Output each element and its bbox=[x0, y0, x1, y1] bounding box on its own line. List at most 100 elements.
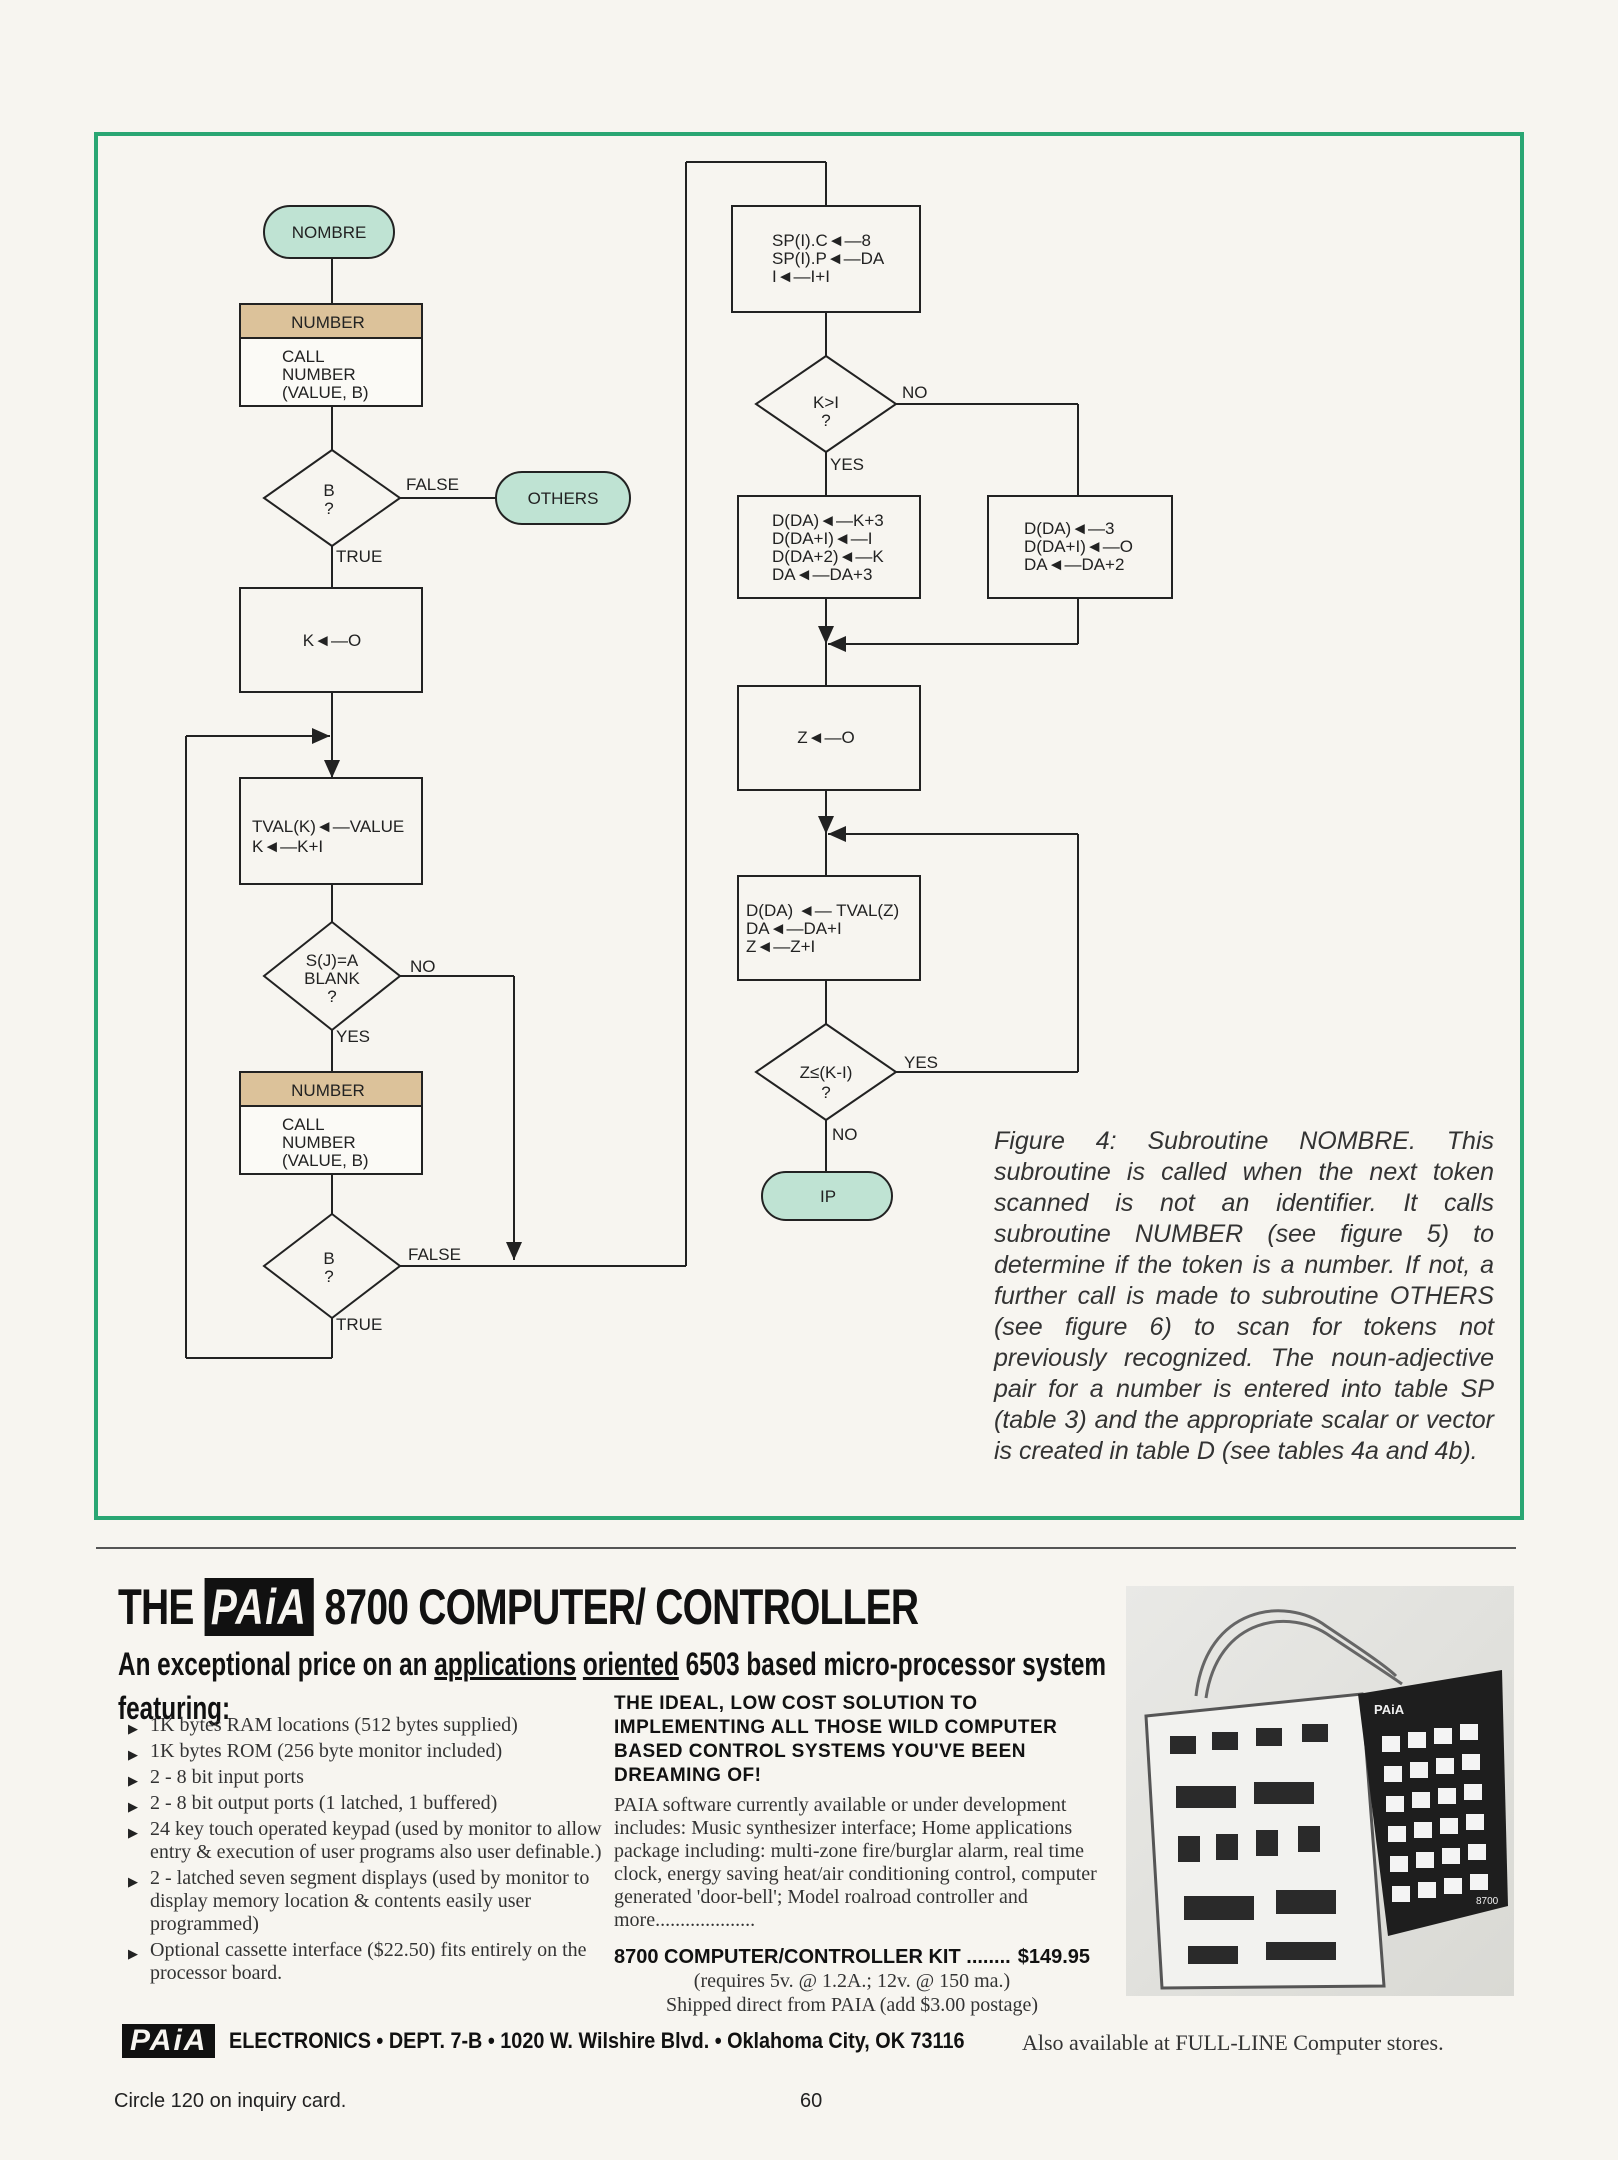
process-k-init bbox=[239, 587, 423, 693]
process-tval bbox=[239, 777, 423, 885]
terminal-ip bbox=[761, 1171, 893, 1221]
ad-title-post: 8700 COMPUTER/ CONTROLLER bbox=[324, 1579, 920, 1635]
inquiry-note: Circle 120 on inquiry card. bbox=[114, 2090, 347, 2112]
process-text: D(DA)◄—K+3 bbox=[772, 511, 884, 530]
process-d-left bbox=[737, 495, 921, 599]
ad-middle-column: THE IDEAL, LOW COST SOLUTION TO IMPLEMEN… bbox=[614, 1692, 1104, 2017]
photo-tag: 8700 bbox=[1476, 1896, 1499, 1907]
process-text: K◄—O bbox=[303, 631, 361, 650]
process-sp bbox=[731, 205, 921, 313]
process-text: DA◄—DA+I bbox=[746, 919, 842, 938]
decision-label: ? bbox=[324, 499, 333, 518]
divider bbox=[96, 1547, 1516, 1549]
subtitle-part: An exceptional price on an bbox=[118, 1646, 428, 1682]
feature-item: 2 - 8 bit input ports bbox=[128, 1766, 608, 1792]
company-address: ELECTRONICS • DEPT. 7-B • 1020 W. Wilshi… bbox=[229, 2028, 965, 2053]
figure-caption: Figure 4: Subroutine NOMBRE. This subrou… bbox=[994, 1127, 1494, 1465]
branch-label: TRUE bbox=[336, 547, 382, 566]
decision-b-2 bbox=[262, 1212, 402, 1320]
branch-label: TRUE bbox=[336, 1315, 382, 1334]
nombre-label: NOMBRE bbox=[292, 223, 367, 242]
number-header-1 bbox=[239, 303, 423, 339]
page-number: 60 bbox=[800, 2090, 823, 2112]
decision-label: B bbox=[323, 1249, 334, 1268]
call-line: (VALUE, B) bbox=[282, 1151, 369, 1170]
feature-list: 1K bytes RAM locations (512 bytes suppli… bbox=[128, 1714, 608, 1988]
kit-price-line: 8700 COMPUTER/CONTROLLER KIT ........ $1… bbox=[614, 1946, 1090, 1969]
process-text: D(DA) ◄— TVAL(Z) bbox=[746, 901, 899, 920]
process-text: Z◄—Z+I bbox=[746, 937, 815, 956]
feature-item: 2 - latched seven segment displays (used… bbox=[128, 1867, 608, 1936]
number-header-label-1: NUMBER bbox=[291, 313, 365, 332]
branch-label: FALSE bbox=[406, 475, 459, 494]
number-header-label-2: NUMBER bbox=[291, 1081, 365, 1100]
mid-body: PAIA software currently available or und… bbox=[614, 1794, 1097, 1931]
feature-item: 1K bytes RAM locations (512 bytes suppli… bbox=[128, 1714, 608, 1740]
mid-heading: THE IDEAL, LOW COST SOLUTION TO IMPLEMEN… bbox=[614, 1693, 1058, 1786]
decision-label: Z≤(K-I) bbox=[800, 1063, 853, 1082]
branch-label: YES bbox=[904, 1053, 938, 1072]
terminal-others bbox=[495, 471, 631, 525]
process-text: D(DA+I)◄—I bbox=[772, 529, 872, 548]
process-text: D(DA)◄—3 bbox=[1024, 519, 1115, 538]
process-text: SP(I).P◄—DA bbox=[772, 249, 885, 268]
process-d-tval bbox=[737, 875, 921, 981]
shipping-note: Shipped direct from PAIA (add $3.00 post… bbox=[666, 1994, 1038, 2016]
kit-requirements: (requires 5v. @ 1.2A.; 12v. @ 150 ma.) bbox=[693, 1970, 1011, 1992]
flowchart: NOMBRE NUMBER CALL NUMBER (VALUE, B) B ?… bbox=[185, 161, 1173, 1359]
store-availability: Also available at FULL-LINE Computer sto… bbox=[1022, 2030, 1444, 2055]
process-text: DA◄—DA+3 bbox=[772, 565, 872, 584]
call-line: CALL bbox=[282, 1115, 325, 1134]
product-photo: PAiA 8700 bbox=[1126, 1586, 1514, 1996]
photo-logo: PAiA bbox=[1374, 1702, 1405, 1717]
terminal-nombre bbox=[263, 205, 395, 259]
company-address-line: PAiA ELECTRONICS • DEPT. 7-B • 1020 W. W… bbox=[122, 2024, 1522, 2058]
branch-label: NO bbox=[902, 383, 928, 402]
decision-label: ? bbox=[327, 987, 336, 1006]
product-photo-drawing: PAiA 8700 bbox=[1144, 1609, 1508, 1990]
subtitle-underlined: applications bbox=[434, 1646, 577, 1682]
ip-label: IP bbox=[820, 1187, 836, 1206]
process-text: K◄—K+I bbox=[252, 837, 323, 856]
decision-sj bbox=[262, 920, 402, 1032]
kit-label: 8700 COMPUTER/CONTROLLER KIT ........ bbox=[614, 1946, 1011, 1968]
call-line: (VALUE, B) bbox=[282, 383, 369, 402]
kit-price: $149.95 bbox=[1017, 1946, 1090, 1968]
decision-z bbox=[754, 1022, 898, 1122]
branch-label: NO bbox=[832, 1125, 858, 1144]
paia-logo: PAiA bbox=[204, 1578, 314, 1636]
process-text: D(DA+2)◄—K bbox=[772, 547, 884, 566]
paia-logo: PAiA bbox=[122, 2024, 216, 2058]
branch-label: NO bbox=[410, 957, 436, 976]
call-line: NUMBER bbox=[282, 365, 356, 384]
ad-title-pre: THE bbox=[118, 1579, 194, 1635]
branch-label: YES bbox=[830, 455, 864, 474]
decision-k bbox=[754, 354, 898, 454]
subtitle-underlined: oriented bbox=[582, 1646, 679, 1682]
number-header-2 bbox=[239, 1071, 423, 1107]
process-text: I◄—I+I bbox=[772, 267, 830, 286]
decision-label: K>I bbox=[813, 393, 839, 412]
feature-item: 1K bytes ROM (256 byte monitor included) bbox=[128, 1740, 608, 1766]
others-label: OTHERS bbox=[528, 489, 599, 508]
feature-item: 2 - 8 bit output ports (1 latched, 1 buf… bbox=[128, 1792, 608, 1818]
figure-frame bbox=[94, 132, 1524, 1520]
call-line: CALL bbox=[282, 347, 325, 366]
process-d-right bbox=[987, 495, 1173, 599]
feature-item: Optional cassette interface ($22.50) fit… bbox=[128, 1939, 608, 1985]
branch-label: YES bbox=[336, 1027, 370, 1046]
decision-label: BLANK bbox=[304, 969, 360, 988]
process-text: Z◄—O bbox=[797, 728, 854, 747]
decision-label: S(J)=A bbox=[306, 951, 359, 970]
process-z-init bbox=[737, 685, 921, 791]
process-text: TVAL(K)◄—VALUE bbox=[252, 817, 404, 836]
process-text: DA◄—DA+2 bbox=[1024, 555, 1124, 574]
call-line: NUMBER bbox=[282, 1133, 356, 1152]
feature-item: 24 key touch operated keypad (used by mo… bbox=[128, 1818, 608, 1864]
decision-b-1 bbox=[262, 448, 402, 548]
branch-label: FALSE bbox=[408, 1245, 461, 1264]
process-text: D(DA+I)◄—O bbox=[1024, 537, 1133, 556]
decision-label: ? bbox=[821, 1083, 830, 1102]
process-text: SP(I).C◄—8 bbox=[772, 231, 871, 250]
